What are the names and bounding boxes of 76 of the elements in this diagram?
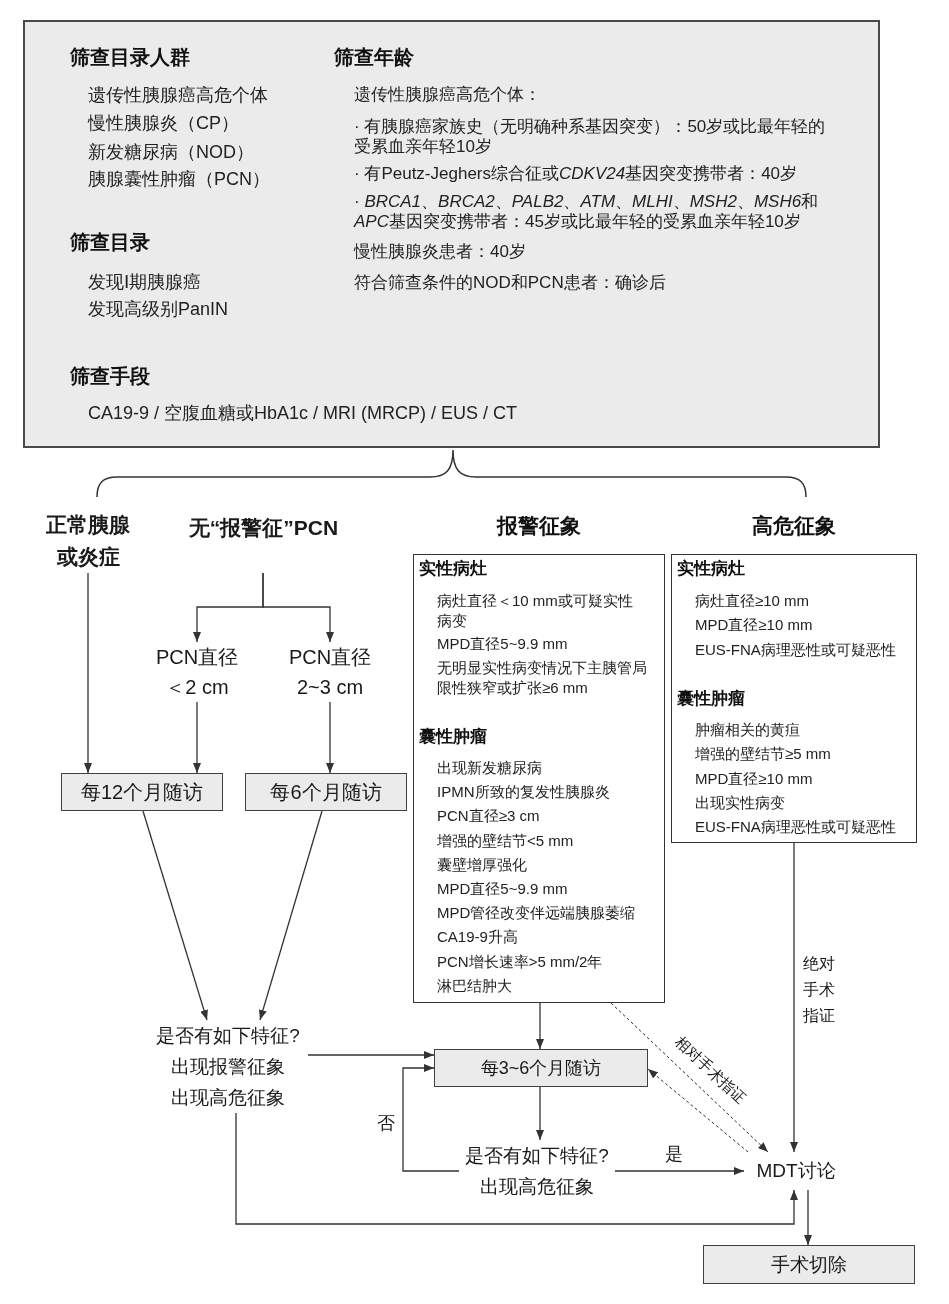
condition-text: 出现高危征象 <box>480 1175 594 1199</box>
list-item: 遗传性胰腺癌高危个体： <box>354 85 541 105</box>
condition-text: 出现报警征象 <box>171 1055 285 1079</box>
criteria-item: PCN直径≥3 cm <box>437 806 540 826</box>
arrow <box>536 1086 544 1141</box>
category-label: 正常胰腺或炎症 <box>43 509 133 573</box>
criteria-item: 病灶直径＜10 mm或可疑实性病变 <box>437 591 634 631</box>
list-item: 胰腺囊性肿瘤（PCN） <box>88 168 270 191</box>
section-heading: 筛查手段 <box>70 364 150 389</box>
criteria-item: 病灶直径≥10 mm <box>695 591 810 611</box>
criteria-item: EUS-FNA病理恶性或可疑恶性 <box>695 640 896 660</box>
dashed-arrow <box>610 1002 769 1153</box>
criteria-item: MPD直径≥10 mm <box>695 769 813 789</box>
arrow <box>262 572 334 643</box>
process-box: 每12个月随访 <box>61 773 223 811</box>
condition-text: 出现高危征象 <box>171 1086 285 1110</box>
criteria-item: MPD直径5~9.9 mm <box>437 634 568 654</box>
arrow <box>235 1112 798 1225</box>
arrow <box>326 701 334 774</box>
criteria-item: 出现实性病变 <box>695 793 785 813</box>
process-box: 手术切除 <box>703 1245 915 1284</box>
criteria-item: IPMN所致的复发性胰腺炎 <box>437 782 610 802</box>
criteria-item: 增强的壁结节<5 mm <box>437 831 574 851</box>
size-condition: PCN直径＜2 cm <box>149 642 245 702</box>
list-item: · 有Peutz-Jeghers综合征或CDKV24基因突变携带者：40岁 <box>354 164 798 184</box>
arrow <box>536 1002 544 1050</box>
arrow <box>259 810 323 1021</box>
edge-label: 是 <box>665 1142 683 1166</box>
group-heading: 囊性肿瘤 <box>419 726 487 748</box>
list-item: 慢性胰腺炎患者：40岁 <box>354 242 526 262</box>
criteria-item: CA19-9升高 <box>437 927 518 947</box>
category-label: 无“报警征”PCN <box>186 513 341 573</box>
criteria-item: 淋巴结肿大 <box>437 976 512 996</box>
group-heading: 囊性肿瘤 <box>677 688 745 710</box>
arrow <box>142 810 208 1021</box>
list-item: 发现Ⅰ期胰腺癌 <box>88 271 202 294</box>
arrow <box>307 1051 435 1059</box>
question-text: 是否有如下特征? <box>465 1144 609 1168</box>
arrow <box>84 572 92 774</box>
size-condition: PCN直径2~3 cm <box>282 642 378 702</box>
info-panel <box>23 20 880 448</box>
criteria-item: 增强的壁结节≥5 mm <box>695 744 831 764</box>
criteria-item: MPD管径改变伴远端胰腺萎缩 <box>437 903 636 923</box>
column-heading: 报警征象 <box>497 513 581 539</box>
decision-label: MDT讨论 <box>744 1152 848 1190</box>
arrow <box>402 1064 460 1172</box>
criteria-item: 囊壁增厚强化 <box>437 855 527 875</box>
arrow <box>804 1189 812 1246</box>
criteria-item: 出现新发糖尿病 <box>437 758 542 778</box>
list-item: 遗传性胰腺癌高危个体 <box>88 84 268 107</box>
arrow <box>790 842 798 1153</box>
process-box: 每6个月随访 <box>245 773 407 811</box>
criteria-item: MPD直径≥10 mm <box>695 615 813 635</box>
arrow <box>193 701 201 774</box>
criteria-item: MPD直径5~9.9 mm <box>437 879 568 899</box>
criteria-item: PCN增长速率>5 mm/2年 <box>437 952 603 972</box>
list-item: · 有胰腺癌家族史（无明确种系基因突变）：50岁或比最年轻的受累血亲年轻10岁 <box>354 117 827 157</box>
column-heading: 高危征象 <box>752 513 836 539</box>
group-heading: 实性病灶 <box>677 558 745 580</box>
question-text: 是否有如下特征? <box>156 1024 300 1048</box>
dashed-arrow <box>647 1068 749 1153</box>
section-heading: 筛查目录 <box>70 230 150 255</box>
section-heading: 筛查目录人群 <box>70 45 190 70</box>
list-item: 符合筛查条件的NOD和PCN患者：确诊后 <box>354 273 666 293</box>
group-heading: 实性病灶 <box>419 558 487 580</box>
list-item: 发现高级别PanIN <box>88 298 229 321</box>
list-item: 慢性胰腺炎（CP） <box>88 112 239 135</box>
process-box: 每3~6个月随访 <box>434 1049 648 1087</box>
criteria-item: EUS-FNA病理恶性或可疑恶性 <box>695 817 896 837</box>
arrow <box>614 1167 745 1175</box>
section-heading: 筛查年龄 <box>334 45 414 70</box>
list-item: · BRCA1、BRCA2、PALB2、ATM、MLHI、MSH2、MSH6和APC基因突变携带者：45岁或比最年轻的受累血亲年轻10岁 <box>354 192 820 232</box>
criteria-item: 无明显实性病变情况下主胰管局限性狭窄或扩张≥6 mm <box>437 658 648 698</box>
criteria-item: 肿瘤相关的黄疸 <box>695 720 800 740</box>
list-item: CA19-9 / 空腹血糖或HbA1c / MRI (MRCP) / EUS / CT <box>88 402 518 425</box>
list-item: 新发糖尿病（NOD） <box>88 141 254 164</box>
